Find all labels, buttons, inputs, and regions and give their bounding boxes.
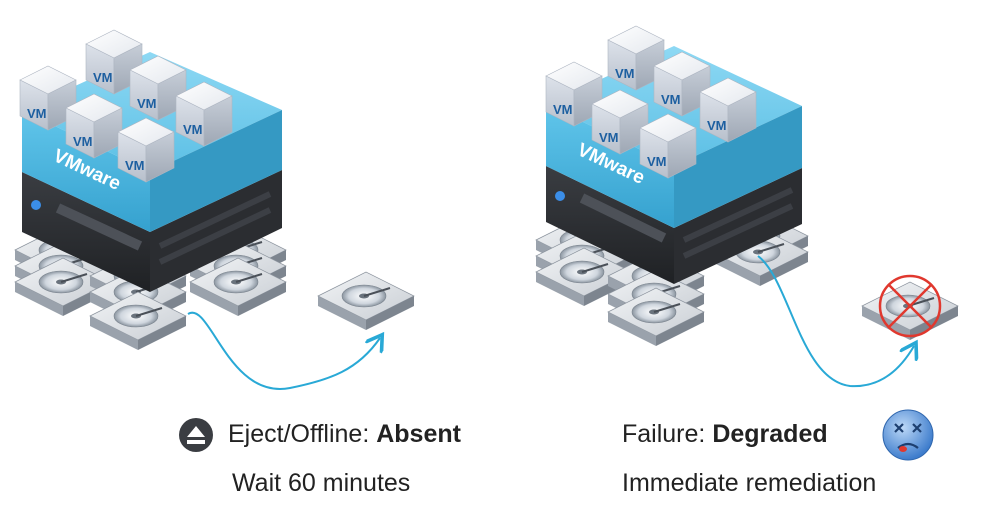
- right-server: [546, 166, 802, 284]
- svg-text:VM: VM: [183, 122, 203, 137]
- ejected-disk: [317, 271, 415, 331]
- svg-text:VM: VM: [553, 102, 573, 117]
- eject-icon: [179, 418, 213, 452]
- vm-cube: VM: [85, 29, 143, 95]
- right-status-line: Failure: Degraded: [622, 420, 828, 449]
- left-vm-cubes: VM VM VM VM VM VM: [19, 29, 233, 183]
- left-action-text: Wait 60 minutes: [232, 469, 411, 497]
- vm-cube: VM: [607, 25, 665, 91]
- left-status-line: Eject/Offline: Absent: [228, 420, 461, 449]
- right-action-text: Immediate remediation: [622, 469, 877, 497]
- vm-cube: VM: [591, 89, 649, 155]
- right-status-prefix: Failure:: [622, 420, 713, 448]
- power-led-icon: [555, 191, 565, 201]
- left-action-line: Wait 60 minutes: [232, 469, 410, 498]
- left-status-prefix: Eject/Offline:: [228, 420, 377, 448]
- right-status-state: Degraded: [712, 420, 828, 448]
- left-host: VMware VM VM VM VM VM VM: [14, 29, 415, 390]
- vm-cube: VM: [175, 81, 233, 147]
- right-host: VMware VM VM VM VM VM VM: [535, 25, 959, 388]
- right-failure-arrow: [757, 255, 914, 388]
- left-eject-arrow: [187, 311, 380, 390]
- left-status-state: Absent: [376, 420, 461, 448]
- failed-disk: [861, 274, 959, 341]
- no-sign-icon: [878, 274, 942, 338]
- vm-cube: VM: [117, 117, 175, 183]
- svg-text:VM: VM: [707, 118, 727, 133]
- right-vm-cubes: VM VM VM VM VM VM: [545, 25, 757, 179]
- vm-cube: VM: [129, 55, 187, 121]
- vm-cube: VM: [545, 61, 603, 127]
- vm-cube: VM: [639, 113, 697, 179]
- vm-cube: VM: [19, 65, 77, 131]
- svg-text:VM: VM: [599, 130, 619, 145]
- svg-text:VM: VM: [93, 70, 113, 85]
- svg-text:VM: VM: [125, 158, 145, 173]
- vm-cube: VM: [699, 77, 757, 143]
- svg-text:VM: VM: [615, 66, 635, 81]
- power-led-icon: [31, 200, 41, 210]
- sad-face-icon: [882, 409, 934, 461]
- svg-text:VM: VM: [27, 106, 47, 121]
- svg-text:VM: VM: [647, 154, 667, 169]
- svg-text:VM: VM: [73, 134, 93, 149]
- vm-cube: VM: [65, 93, 123, 159]
- left-server: [22, 170, 282, 292]
- right-action-line: Immediate remediation: [622, 469, 876, 498]
- svg-text:VM: VM: [661, 92, 681, 107]
- vm-cube: VM: [653, 51, 711, 117]
- svg-text:VM: VM: [137, 96, 157, 111]
